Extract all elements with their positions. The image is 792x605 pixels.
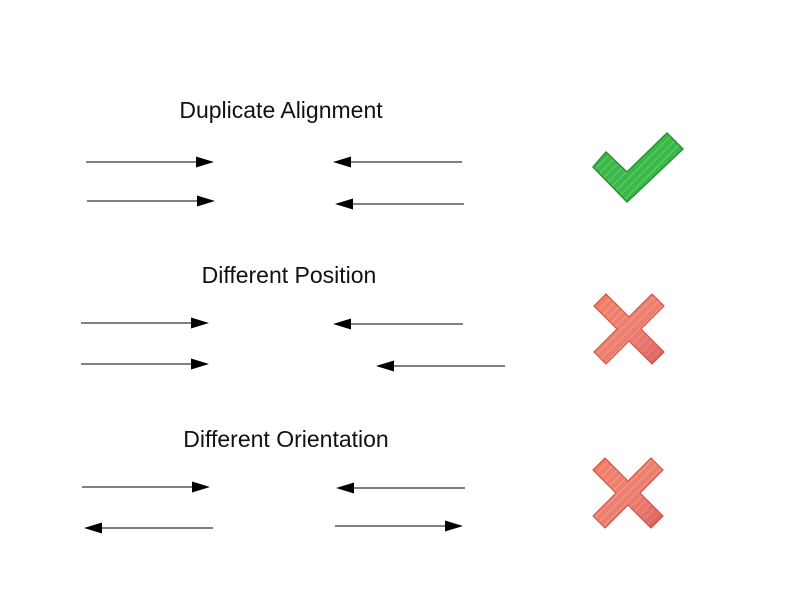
row-different-position: Different Position (81, 262, 665, 372)
arrow-right (87, 195, 215, 207)
arrow-right (82, 481, 210, 493)
row-duplicate-alignment: Duplicate Alignment (86, 97, 684, 210)
cross-icon (593, 293, 665, 365)
arrow-right (86, 156, 214, 168)
row-title: Different Position (202, 262, 377, 288)
row-title: Duplicate Alignment (179, 97, 383, 123)
arrow-left (333, 318, 463, 330)
cross-icon (592, 457, 664, 529)
arrow-left (336, 482, 465, 494)
row-different-orientation: Different Orientation (82, 426, 664, 534)
arrow-right (81, 317, 209, 329)
arrow-right (81, 358, 209, 370)
arrow-left (84, 522, 213, 534)
row-title: Different Orientation (183, 426, 388, 452)
arrow-right (335, 520, 463, 532)
arrow-left (335, 198, 464, 210)
arrow-left (376, 360, 505, 372)
check-icon (592, 132, 684, 203)
arrow-left (333, 156, 462, 168)
